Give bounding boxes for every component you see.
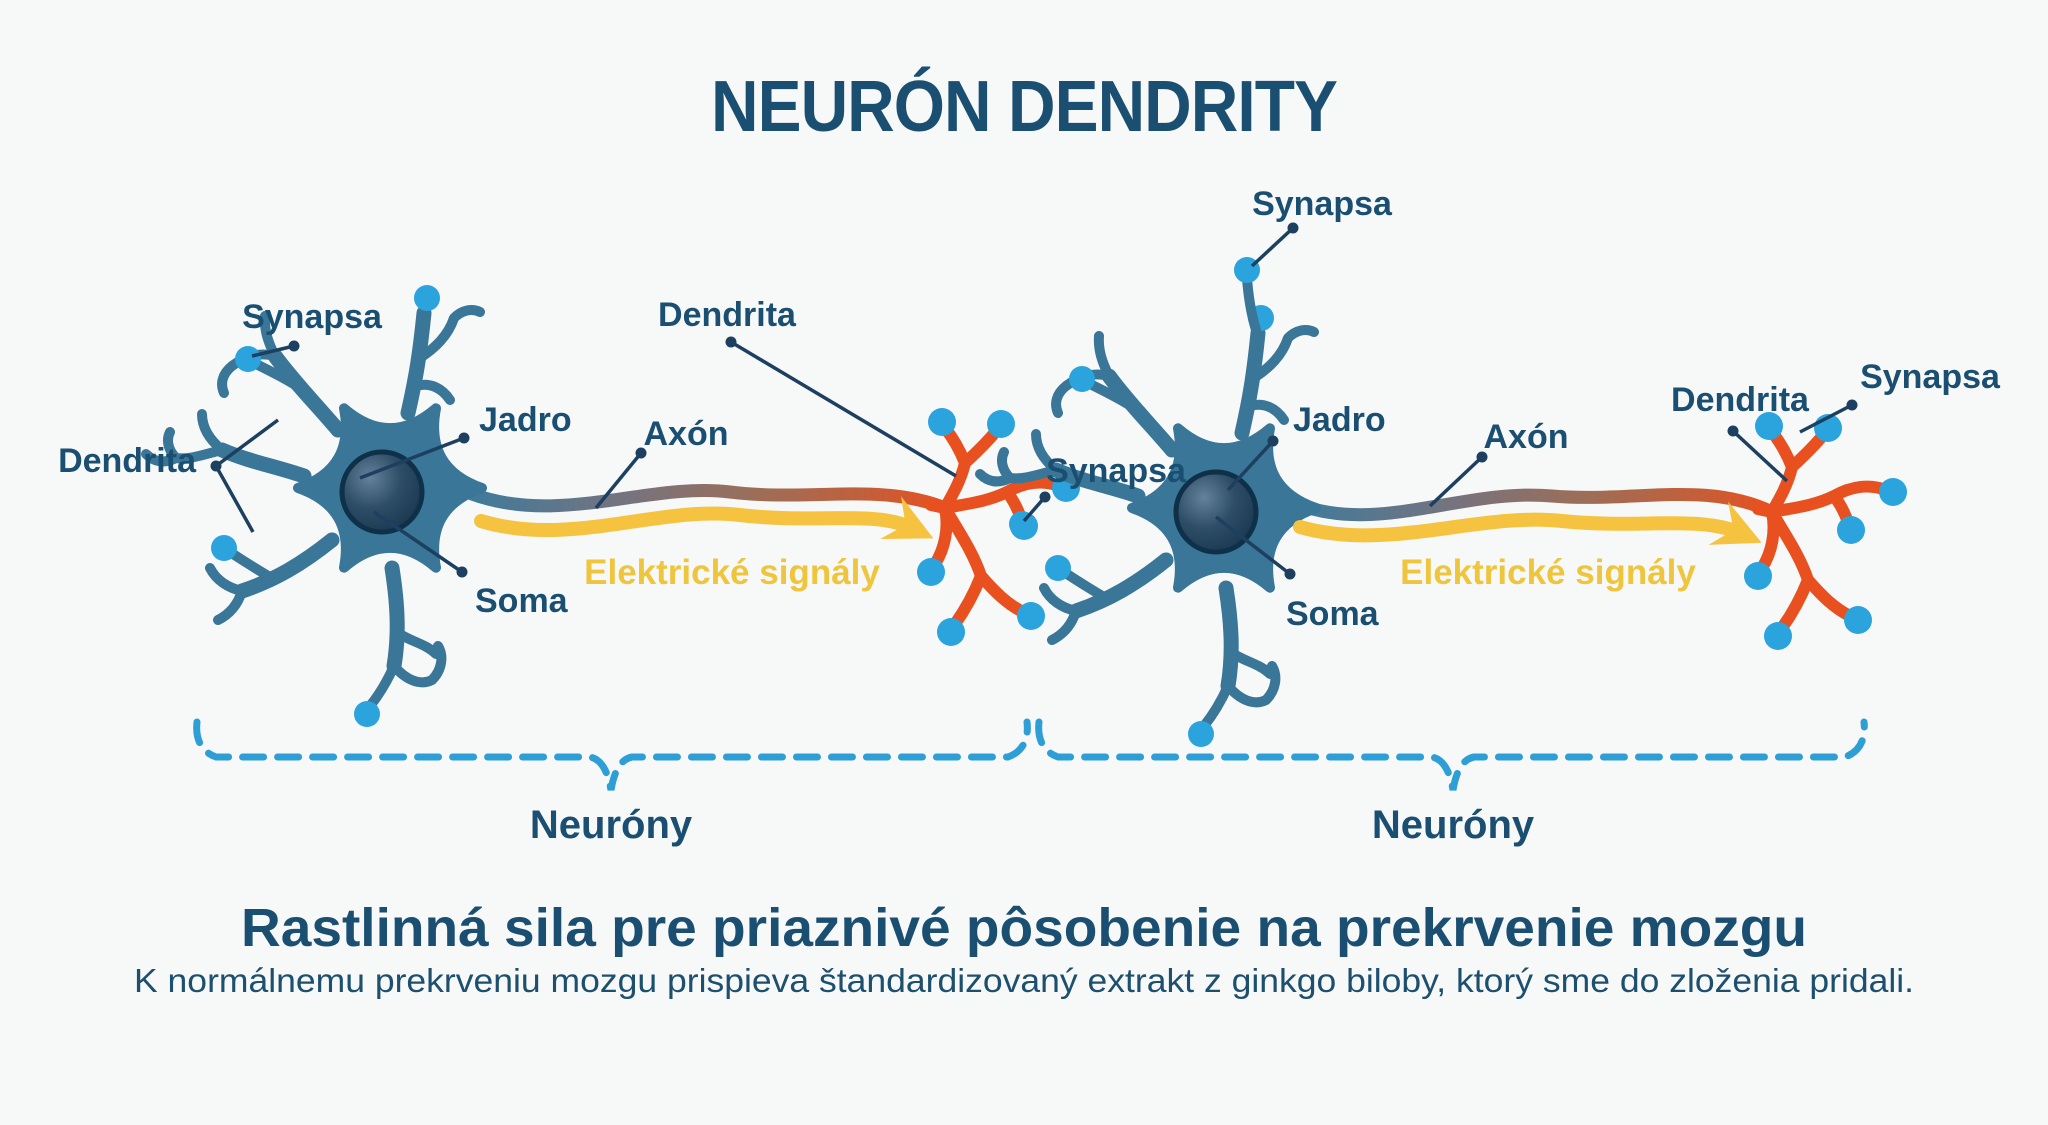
axon-label: Axón: [644, 415, 729, 453]
group-label-right: Neuróny: [1372, 803, 1535, 847]
soma-label: Soma: [1286, 595, 1380, 633]
jadro-label: Jadro: [1293, 401, 1386, 439]
synapsa-label: Synapsa: [1046, 452, 1187, 490]
label-axon-1: Axón: [594, 415, 729, 510]
group-label-left: Neuróny: [530, 803, 693, 847]
label-axon-2: Axón: [1428, 418, 1569, 508]
label-dendrita-left-1: Dendrita: [58, 418, 280, 533]
footer-subtext: K normálnemu prekrveniu mozgu prispieva …: [134, 962, 1914, 999]
label-synapsa-left-2: Synapsa: [1022, 452, 1187, 523]
synapsa-label: Synapsa: [1252, 185, 1393, 223]
axon-path-1: [465, 484, 952, 515]
axon-terminal-1: [917, 408, 1080, 646]
dendrita-label: Dendrita: [1671, 381, 1810, 419]
label-soma-2: Soma: [1214, 515, 1380, 633]
signal-label-1: Elektrické signály: [584, 553, 880, 592]
group-brace-right: [1035, 718, 1868, 791]
footer-heading: Rastlinná sila pre priaznivé pôsobenie n…: [241, 898, 1807, 958]
neuron2-top-twig: [1242, 273, 1261, 335]
signal-arrow-1: [474, 496, 934, 540]
label-synapsa-1: Synapsa: [242, 298, 383, 358]
synapsa-label: Synapsa: [242, 298, 383, 336]
dendrita-label: Dendrita: [58, 442, 197, 480]
dendrita-label: Dendrita: [658, 296, 797, 334]
label-dendrita-2: Dendrita: [1671, 381, 1810, 483]
synapsa-label: Synapsa: [1860, 358, 2001, 396]
axon-terminal-2: [1744, 412, 1907, 650]
signal-label-2: Elektrické signály: [1400, 553, 1696, 592]
group-brace-left: [193, 718, 1031, 791]
label-jadro-1: Jadro: [359, 401, 572, 480]
page-title: NEURÓN DENDRITY: [711, 66, 1337, 147]
axon-path-2: [1293, 487, 1779, 522]
soma-label: Soma: [475, 582, 569, 620]
jadro-label: Jadro: [479, 401, 572, 439]
label-soma-1: Soma: [373, 510, 569, 620]
axon-label: Axón: [1484, 418, 1569, 456]
neuron-cell-1: [146, 285, 482, 727]
label-synapsa-right-2: Synapsa: [1799, 358, 2001, 434]
label-dendrita-top-1: Dendrita: [658, 296, 957, 478]
label-synapsa-top-2: Synapsa: [1250, 185, 1393, 268]
signal-arrow-2: [1293, 501, 1762, 545]
label-jadro-2: Jadro: [1226, 401, 1386, 492]
